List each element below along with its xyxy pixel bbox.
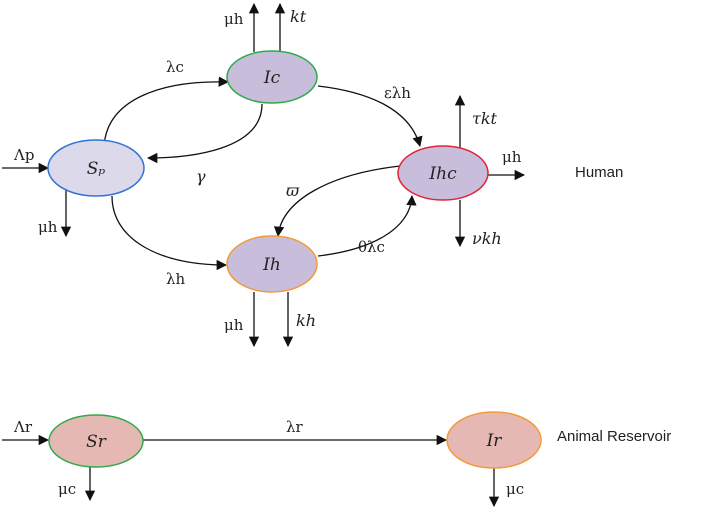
node-sp-label: Sₚ: [87, 159, 106, 179]
section-human: Human: [575, 164, 623, 181]
label-lambda-r-edge: λr: [286, 418, 304, 436]
node-ihc-shape: [397, 145, 489, 201]
label-nu-k-h: νkh: [472, 229, 502, 248]
node-sp-shape: [47, 139, 145, 197]
node-ihc: Ihc: [397, 145, 489, 201]
edge-ic-ihc: [317, 85, 423, 148]
animal-labels: Λr μc λr μc: [13, 418, 524, 498]
animal-edges: [2, 434, 500, 508]
label-tau-k-t: τkt: [472, 109, 498, 128]
node-ihc-label: Ihc: [428, 164, 457, 184]
node-sr-label: Sr: [86, 432, 107, 452]
node-ir-label: Ir: [486, 431, 503, 451]
node-ih: Ih: [226, 235, 318, 293]
label-gamma: γ: [196, 167, 206, 186]
label-lambda-p: Λp: [13, 146, 34, 164]
section-animal-reservoir: Animal Reservoir: [557, 428, 671, 445]
node-sp: Sₚ: [47, 139, 145, 197]
label-mu-h-ihc: μh: [502, 148, 522, 166]
node-ic-label: Ic: [263, 68, 281, 88]
label-eps-lambda-h: ελh: [384, 84, 411, 102]
node-ih-label: Ih: [262, 255, 281, 275]
node-ih-shape: [226, 235, 318, 293]
edge-ihc-ih: [273, 165, 401, 238]
node-ir: Ir: [446, 411, 542, 469]
edge-sp-ic: [103, 76, 230, 151]
label-mu-h-ih: μh: [224, 316, 244, 334]
edge-sp-ih: [111, 195, 228, 271]
node-sr-shape: [48, 414, 144, 468]
label-k-h-ih: kh: [296, 311, 316, 330]
edge-ih-ihc: [317, 194, 417, 257]
label-lambda-c: λc: [166, 58, 184, 76]
label-mu-c-sr: μc: [58, 480, 76, 498]
label-lambda-r-in: Λr: [13, 418, 33, 436]
label-theta-lambda-c: θλc: [358, 238, 385, 256]
label-mu-h-sp: μh: [38, 218, 58, 236]
edge-labels: Λp μh λc γ λh μh kt ελh τkt μh νkh ϖ θλc…: [13, 7, 522, 334]
label-omega: ϖ: [286, 181, 300, 200]
edge-ic-sp: [146, 103, 263, 164]
node-ic: Ic: [226, 50, 318, 104]
node-ir-shape: [446, 411, 542, 469]
node-ic-shape: [226, 50, 318, 104]
node-sr: Sr: [48, 414, 144, 468]
edges: [2, 2, 526, 348]
label-lambda-h: λh: [166, 270, 186, 288]
label-k-t-ic: kt: [290, 7, 307, 26]
label-mu-h-ic: μh: [224, 10, 244, 28]
label-mu-c-ir: μc: [506, 480, 524, 498]
